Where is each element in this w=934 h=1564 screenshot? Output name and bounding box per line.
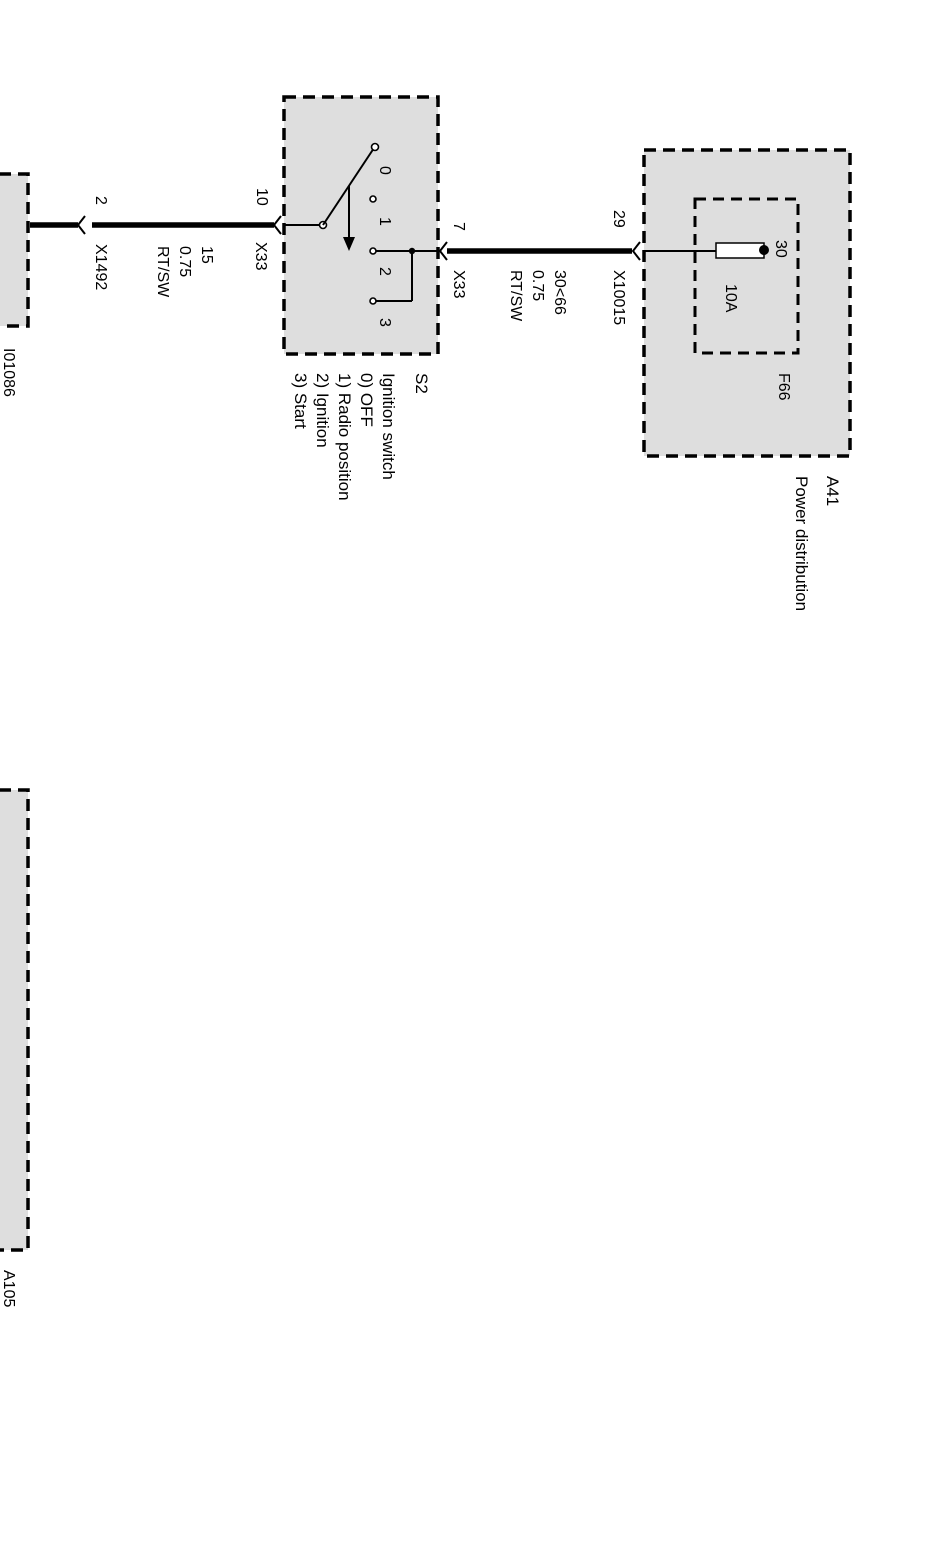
i01086-id-label: I01086 <box>0 348 17 397</box>
s2-id-label: S2 <box>412 373 431 394</box>
switch-position-3: 3 <box>376 318 393 327</box>
signal-30-66-label: 30<66 <box>551 270 568 315</box>
pin-29-label: 29 <box>610 210 627 228</box>
fuse-terminal-label: 30 <box>772 240 789 258</box>
a105-id-label: A105 <box>0 1270 17 1307</box>
fuse-icon <box>715 242 765 259</box>
connector-x1492-icon <box>76 215 86 235</box>
pin-10-label: 10 <box>253 188 270 206</box>
s2-legend-1: 1) Radio position <box>335 373 354 501</box>
switch-arrow-icon <box>343 237 355 251</box>
signal-15-label: 15 <box>198 246 215 264</box>
ignition-switch: 0 1 2 3 <box>282 95 440 356</box>
power-distribution-module: 30 10A F66 <box>642 148 852 458</box>
switch-position-2: 2 <box>376 267 393 276</box>
connector-x33-lower-label: X33 <box>252 242 269 271</box>
connector-x10015-label: X10015 <box>610 270 627 325</box>
color-upper-label: RT/SW <box>507 270 524 322</box>
fuse-holder <box>693 197 800 355</box>
pin-2-label: 2 <box>92 196 109 205</box>
s2-legend-3: 3) Start <box>291 373 310 429</box>
a41-name-label: Power distribution <box>792 476 811 611</box>
switch-position-0: 0 <box>376 166 393 175</box>
module-a105 <box>0 788 30 1252</box>
color-lower-label: RT/SW <box>154 246 171 298</box>
gauge-lower-label: 0.75 <box>176 246 193 277</box>
wire-15 <box>30 215 282 235</box>
pin-7-label: 7 <box>450 222 467 231</box>
connector-x10015-icon <box>631 241 641 261</box>
fuse-id-label: F66 <box>775 373 792 401</box>
terminal-30-dot <box>759 245 769 255</box>
switch-position-1: 1 <box>376 217 393 226</box>
fuse-rating-label: 10A <box>722 284 739 313</box>
connector-x1492-label: X1492 <box>92 244 109 290</box>
s2-legend-2: 2) Ignition <box>313 373 332 448</box>
connector-x33-upper-icon <box>438 241 448 261</box>
module-i01086 <box>0 172 30 328</box>
connector-x33-upper-label: X33 <box>450 270 467 299</box>
connector-x33-lower-icon <box>272 215 282 235</box>
s2-name-label: Ignition switch <box>379 373 398 480</box>
a41-id-label: A41 <box>823 476 842 506</box>
s2-legend-0: 0) OFF <box>357 373 376 427</box>
gauge-upper-label: 0.75 <box>529 270 546 301</box>
